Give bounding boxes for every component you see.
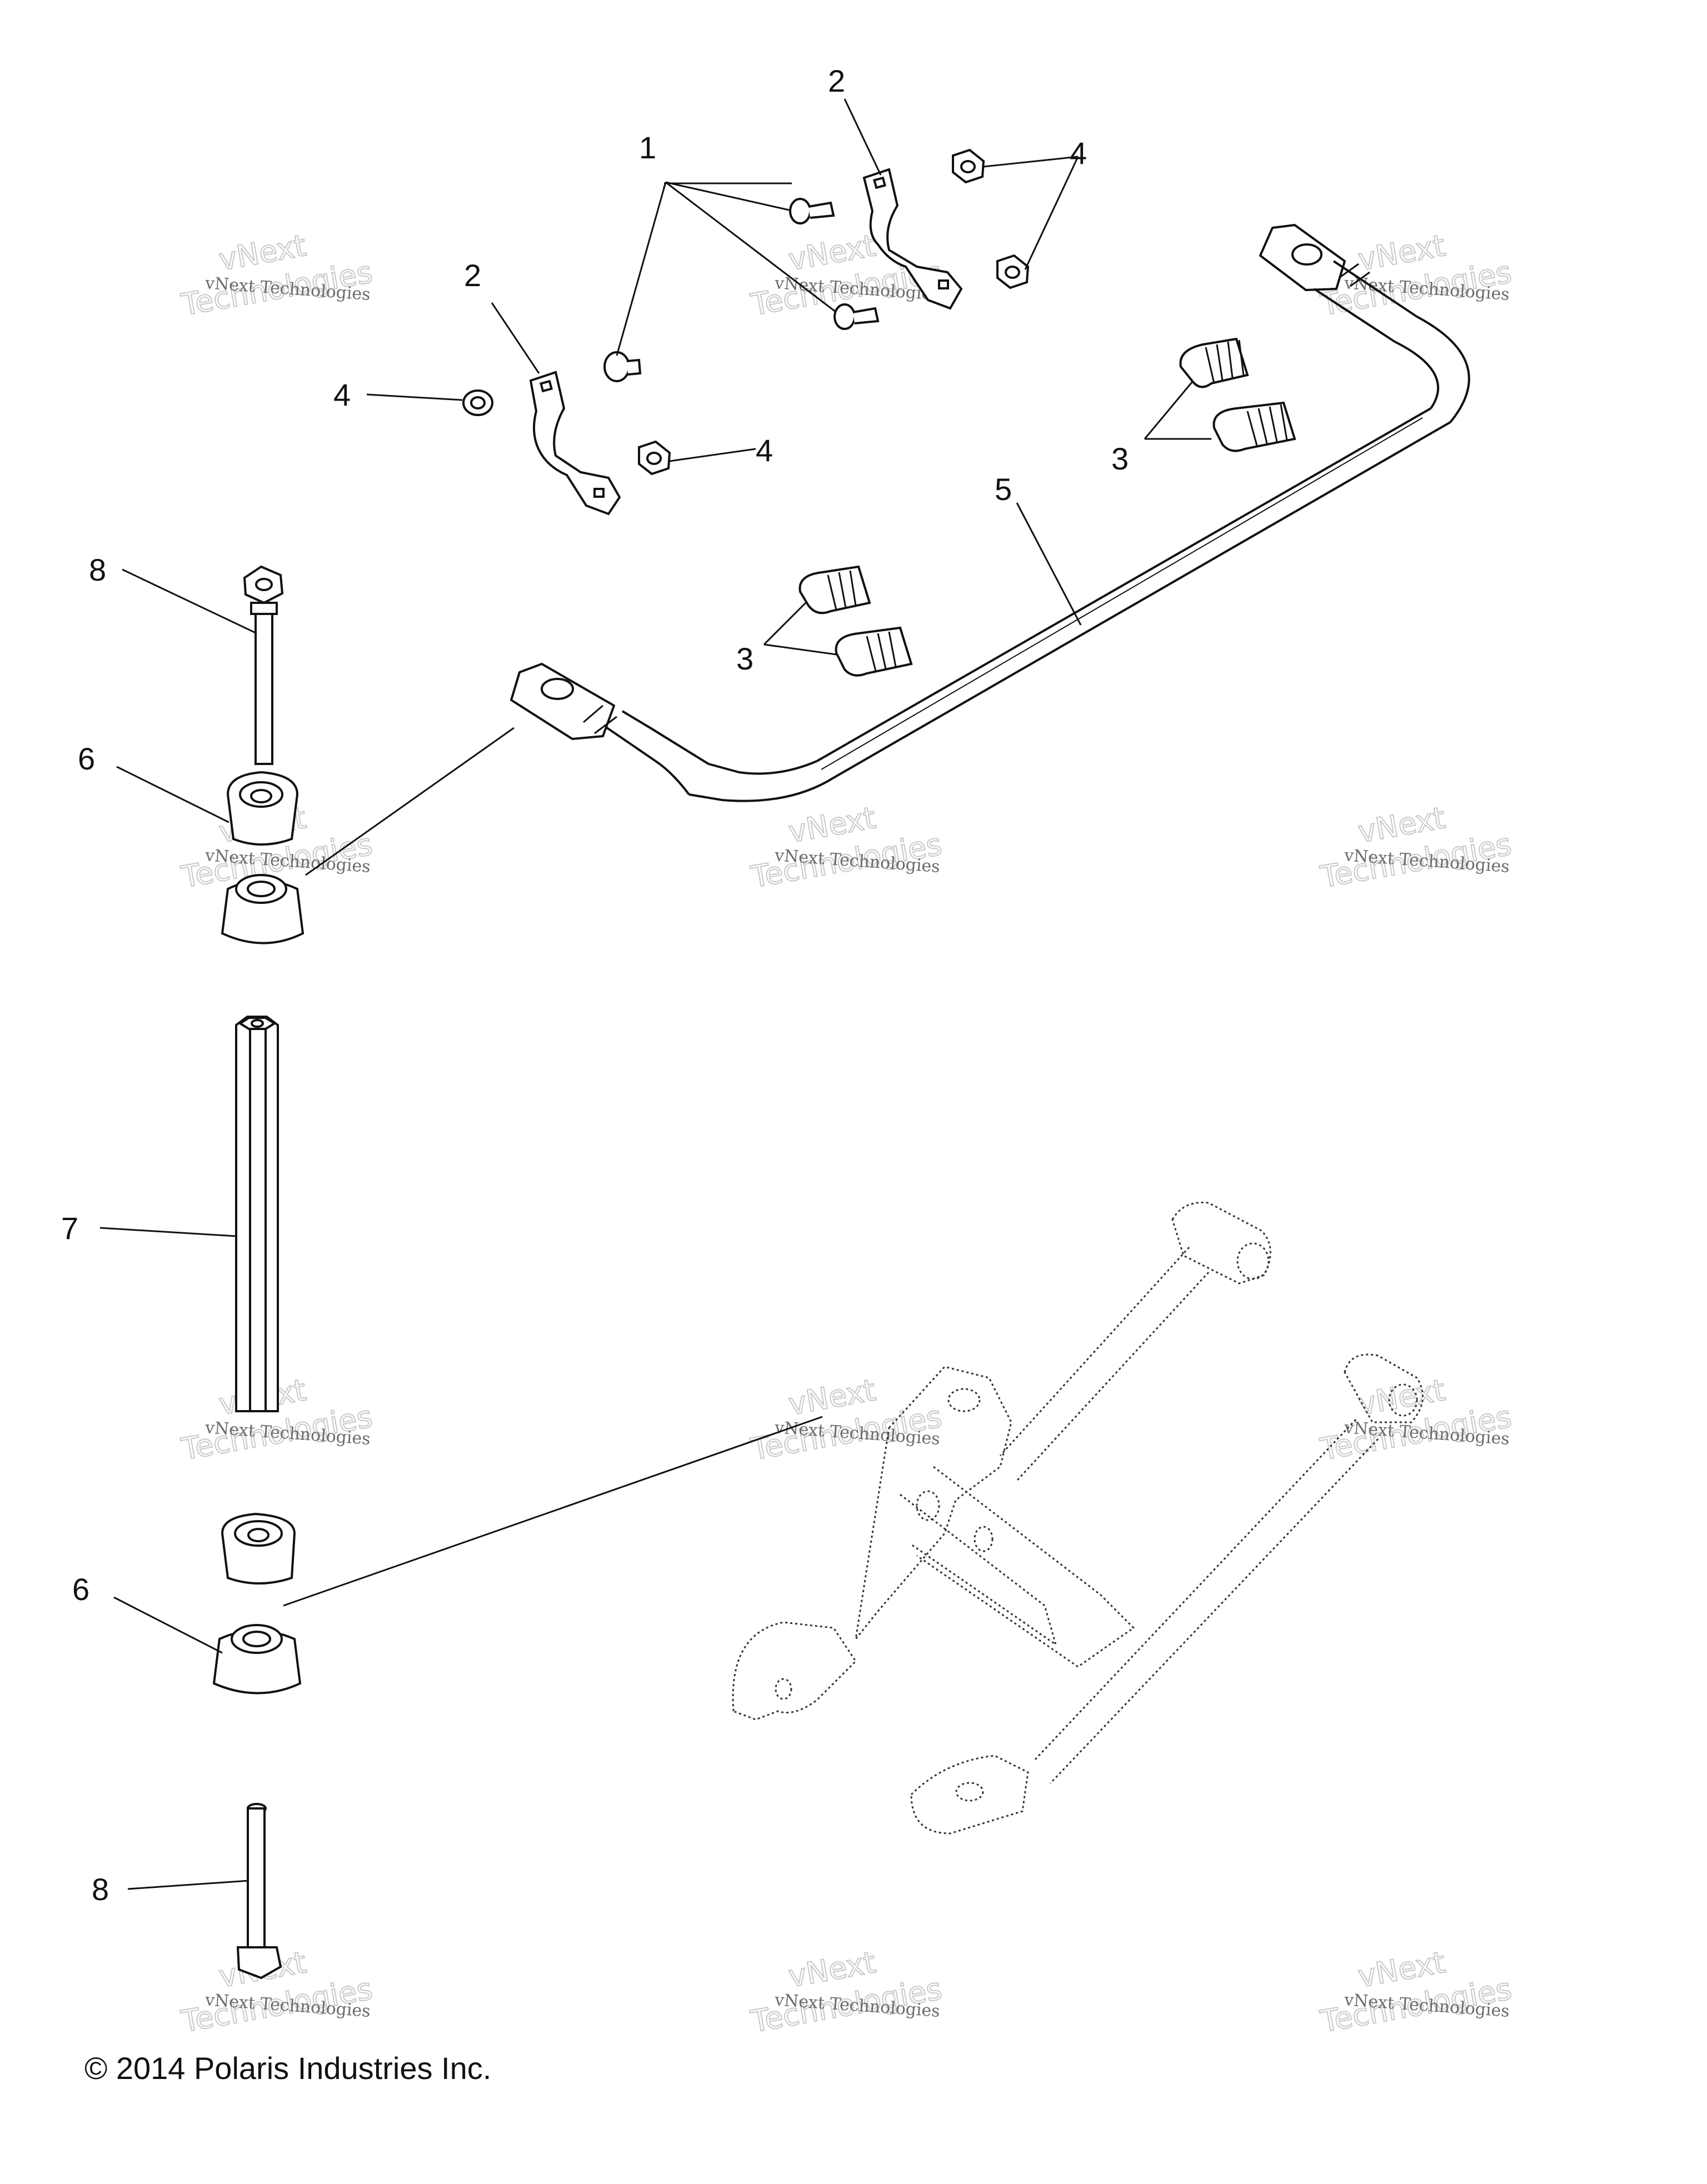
grommet-lower-1 [221,1512,296,1585]
watermark-grid: Technologies vNext vNext Technologies Te… [178,227,1515,2040]
watermark: Technologies vNext vNext Technologies [178,227,376,323]
bushing-mid-b [835,626,913,677]
watermark: Technologies vNext vNext Technologies [1317,1372,1515,1467]
callout-3-mid: 3 [736,641,753,676]
callout-4-lower: 4 [756,433,773,468]
stabilizer-bar [510,224,1470,802]
a-arm-assembly [732,1201,1424,1835]
watermark: Technologies vNext vNext Technologies [747,1944,945,2040]
clamp-lower [529,371,621,516]
nut-d [638,440,671,476]
callout-1: 1 [639,130,656,165]
bolt-c [603,351,642,382]
callout-8-lower: 8 [92,1872,109,1907]
callout-6-upper: 6 [78,741,95,776]
grommet-upper-2 [221,874,305,944]
grommet-upper-1 [226,771,299,846]
clamp-upper [862,168,963,310]
callout-3-upper-right: 3 [1111,441,1129,476]
bolt-lower-long [236,1803,282,1980]
bolt-a [789,198,835,224]
callout-5: 5 [995,472,1012,507]
bushing-upper-right-a [1179,337,1249,388]
watermark: Technologies vNext vNext Technologies [1317,227,1515,323]
watermark: Technologies vNext vNext Technologies [1317,799,1515,895]
watermark: Technologies vNext vNext Technologies [747,1372,945,1467]
watermark: Technologies vNext vNext Technologies [747,799,945,895]
copyright-notice: © 2014 Polaris Industries Inc. [84,2051,492,2086]
bolt-b [833,303,880,330]
leader-lines [99,98,1211,1890]
callout-4-left: 4 [333,377,351,412]
grommet-lower-2 [212,1624,302,1695]
callout-4-upper-right: 4 [1070,136,1087,171]
link-rod [235,1016,279,1412]
callout-8-upper: 8 [89,552,106,587]
bushing-mid-a [798,565,871,614]
watermark: Technologies vNext vNext Technologies [1317,1944,1515,2040]
callout-6-lower: 6 [72,1572,89,1607]
bushing-upper-right-b [1212,401,1296,452]
callout-2-lower: 2 [464,258,481,293]
nut-b [996,254,1030,289]
nut-a [952,148,985,184]
callout-2-upper: 2 [828,63,845,98]
callout-labels: 1 2 2 4 4 4 3 3 5 8 6 7 6 8 [61,63,1129,1907]
bolt-upper-long [243,565,284,765]
nut-c [462,389,493,416]
callout-7: 7 [61,1211,78,1246]
